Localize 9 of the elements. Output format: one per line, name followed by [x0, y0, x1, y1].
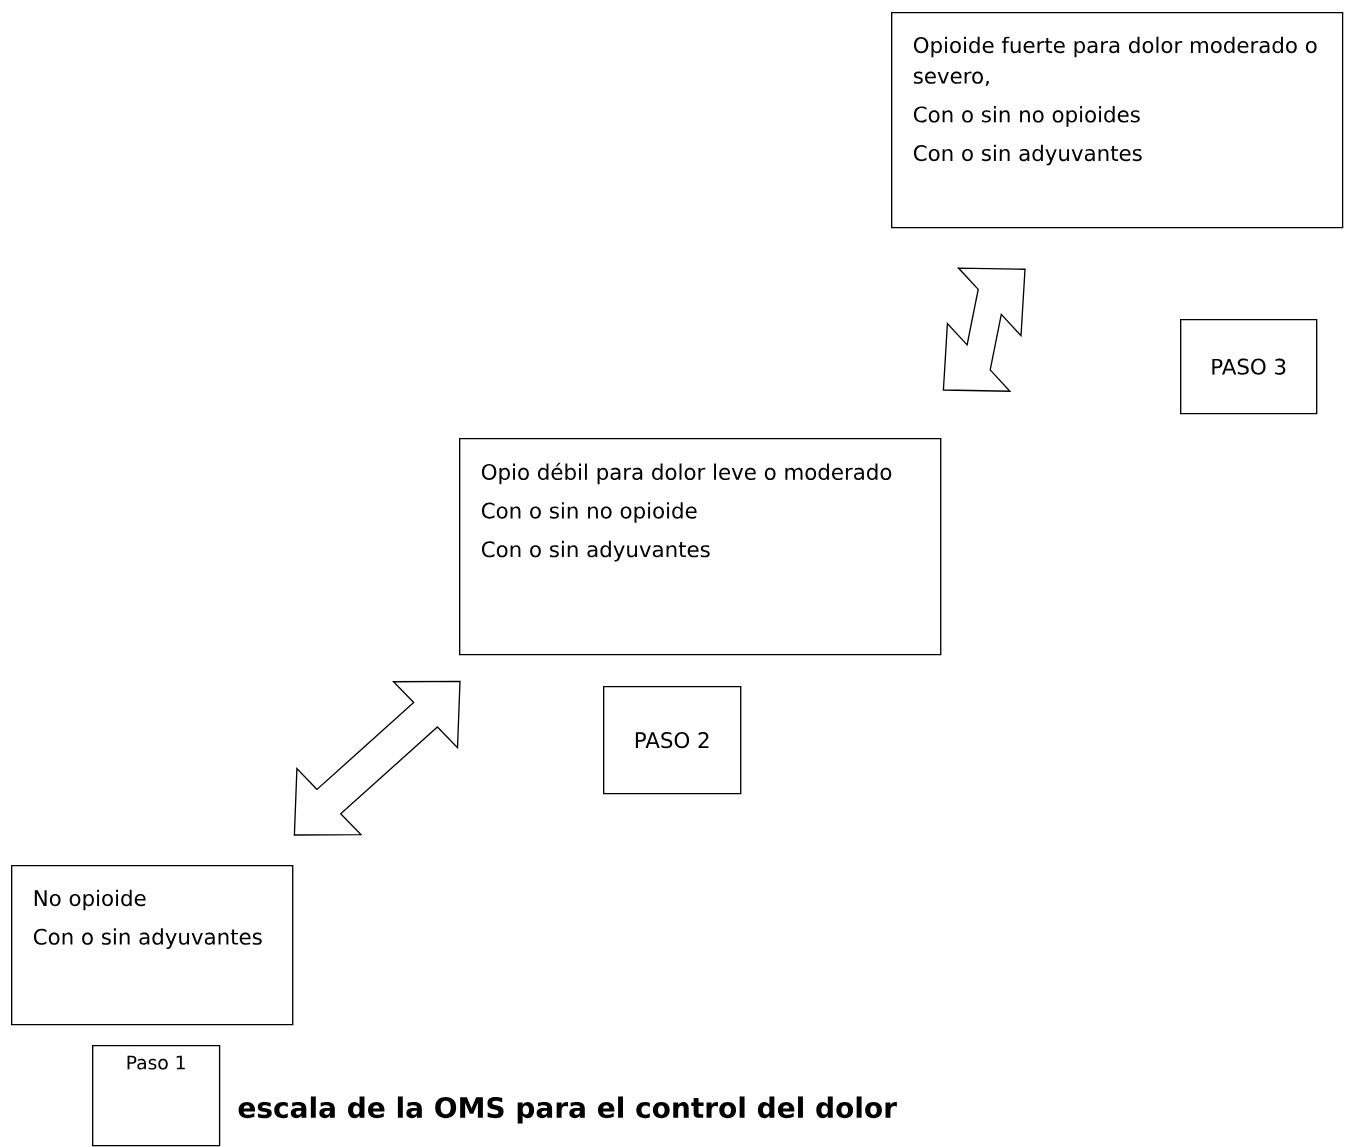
- text-box: No opioide Con o sin adyuvantes: [11, 865, 294, 1026]
- double-arrow: [293, 680, 461, 836]
- text-box: Opioide fuerte para dolor moderado o severo, Con o sin no opioides Con o sin adyuvantes: [891, 12, 1344, 229]
- double-arrow: [942, 267, 1026, 392]
- step-box: Paso 1: [92, 1045, 221, 1147]
- title: escala de la OMS para el control del dolor: [238, 1096, 897, 1124]
- step-box: PASO 2: [603, 686, 742, 795]
- text-box: Opio débil para dolor leve o moderado Con o sin no opioide Con o sin adyuvantes: [459, 438, 942, 656]
- step-box: PASO 3: [1180, 319, 1318, 415]
